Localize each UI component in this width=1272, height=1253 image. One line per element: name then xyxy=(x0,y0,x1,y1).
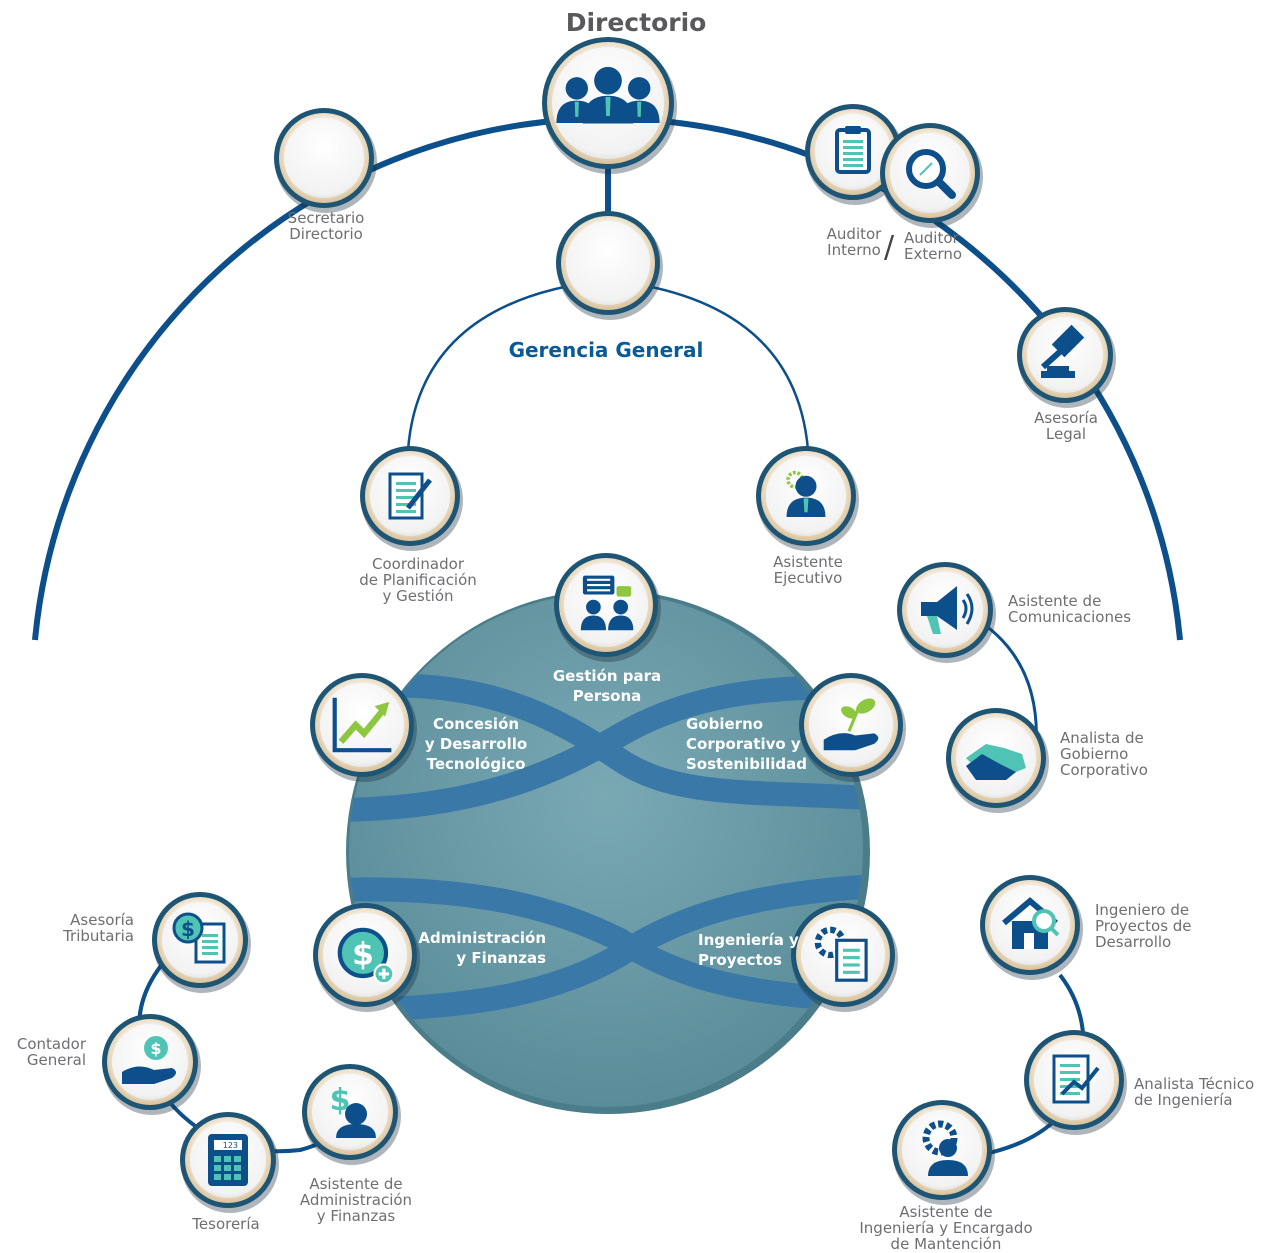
clipboard-search-icon xyxy=(835,126,871,174)
auditor-separator: / xyxy=(884,230,895,265)
node-administracion: $ xyxy=(313,903,420,1012)
node-analista-tecnico xyxy=(1024,1030,1127,1135)
node-asistente-comunicaciones xyxy=(897,562,996,663)
node-asistente-admin: $ xyxy=(302,1064,401,1165)
node-asistente-ingenieria xyxy=(892,1100,995,1205)
board-group-icon xyxy=(556,66,660,124)
node-tesoreria: 123 xyxy=(180,1112,279,1213)
directorio-title: Directorio xyxy=(565,8,707,37)
gavel-icon xyxy=(1040,324,1085,378)
svg-text:$: $ xyxy=(150,1039,161,1058)
svg-text:$: $ xyxy=(352,936,374,972)
svg-text:$: $ xyxy=(330,1083,351,1118)
globe-bands xyxy=(349,673,863,1022)
node-gestion-personas xyxy=(554,553,661,662)
gerencia-general-title: Gerencia General xyxy=(508,338,704,362)
handshake-icon xyxy=(966,744,1026,780)
calculator-icon: 123 xyxy=(208,1134,248,1186)
house-search-icon xyxy=(1002,897,1060,949)
node-auditor-externo xyxy=(880,123,983,228)
node-coordinador xyxy=(360,446,463,551)
megaphone-icon xyxy=(921,586,974,634)
dollar-person-icon: $ xyxy=(330,1083,376,1138)
hand-coin-icon: $ xyxy=(122,1036,176,1084)
hand-plant-icon xyxy=(823,698,879,751)
money-document-icon: $ xyxy=(172,912,226,964)
node-directorio xyxy=(542,37,677,174)
node-asesoria-legal xyxy=(1017,307,1116,408)
assistant-gear-icon xyxy=(786,470,826,518)
node-auditor-interno xyxy=(805,104,904,205)
document-pencil-icon xyxy=(388,472,432,520)
node-gerencia xyxy=(556,211,663,320)
meeting-chat-icon xyxy=(580,575,634,631)
label-tesoreria: Tesorería xyxy=(192,1215,260,1233)
money-add-icon: $ xyxy=(337,927,395,985)
magnifier-icon xyxy=(906,149,956,199)
node-ingenieria xyxy=(791,903,898,1012)
node-asistente-ejecutivo xyxy=(756,446,859,551)
node-secretario xyxy=(274,108,377,213)
node-ingeniero-proyectos xyxy=(980,875,1083,980)
node-asesoria-tributaria: $ xyxy=(152,892,251,993)
report-chart-icon xyxy=(1052,1054,1100,1104)
node-concesion xyxy=(310,673,417,782)
growth-chart-icon xyxy=(332,697,392,753)
node-gobierno xyxy=(799,673,906,782)
svg-text:$: $ xyxy=(181,917,195,941)
node-analista-gobierno xyxy=(946,708,1049,813)
svg-text:123: 123 xyxy=(223,1141,238,1150)
node-contador: $ xyxy=(102,1014,201,1115)
gear-person-icon xyxy=(922,1120,968,1176)
gear-clipboard-icon xyxy=(814,926,868,982)
